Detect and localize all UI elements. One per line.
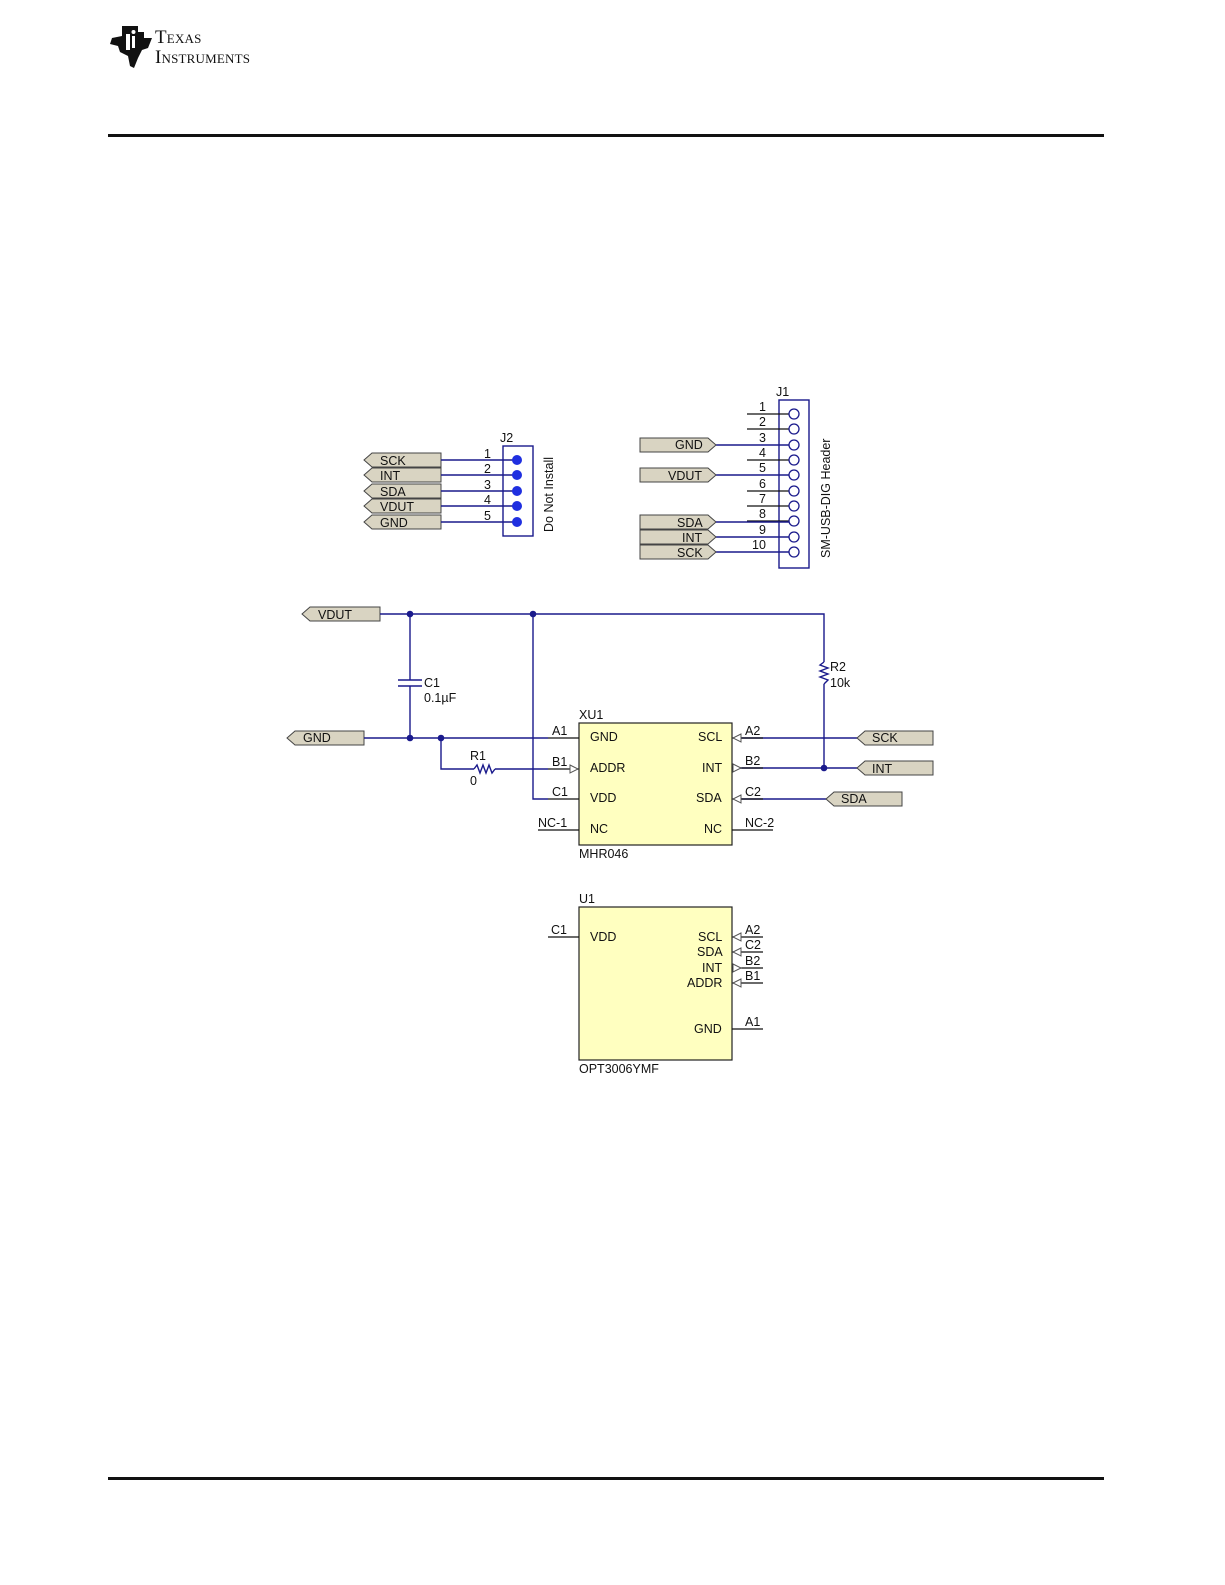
j1-port-vdut-label: VDUT (668, 469, 702, 483)
u1-pin-addr: ADDR (687, 976, 722, 990)
u1-pin-scl: SCL (698, 930, 722, 944)
j2-port-label: SCK (380, 454, 406, 468)
xu1-chip: XU1 MHR046 A1 GND B1 ADDR C1 VDD NC-1 NC… (538, 708, 774, 861)
xu1-net-a1: A1 (552, 724, 567, 738)
xu1-pin-nc-right: NC (704, 822, 722, 836)
svg-text:1: 1 (759, 400, 766, 414)
j2-pin-dot (512, 455, 522, 465)
j2-port-label: GND (380, 516, 408, 530)
j2-pin-row-1: SCK 1 (364, 447, 522, 468)
j2-port-label: SDA (380, 485, 406, 499)
j1-port-gnd-label: GND (675, 438, 703, 452)
svg-text:8: 8 (759, 507, 766, 521)
u1-ref: U1 (579, 892, 595, 906)
main-port-sda-label: SDA (841, 792, 867, 806)
xu1-net-b1: B1 (552, 755, 567, 769)
main-port-sck-label: SCK (872, 731, 898, 745)
u1-net-b1: B1 (745, 969, 760, 983)
c1-ref: C1 (424, 676, 440, 690)
j2-pin-num: 3 (484, 478, 491, 492)
j1-port-int-label: INT (682, 531, 703, 545)
u1-part: OPT3006YMF (579, 1062, 659, 1076)
footer-rule (108, 1477, 1104, 1480)
r2-value: 10k (830, 676, 851, 690)
xu1-net-a2: A2 (745, 724, 760, 738)
j1-ref: J1 (776, 385, 789, 399)
r1-ref: R1 (470, 749, 486, 763)
j2-pin-num: 2 (484, 462, 491, 476)
j2-pin-dot (512, 486, 522, 496)
j2-pin-dot (512, 517, 522, 527)
u1-net-a2: A2 (745, 923, 760, 937)
xu1-pin-vdd: VDD (590, 791, 616, 805)
j1-port-sck-label: SCK (677, 546, 703, 560)
j2-pin-dot (512, 501, 522, 511)
j1-name: SM-USB-DIG Header (819, 439, 833, 558)
xu1-pin-scl: SCL (698, 730, 722, 744)
svg-text:2: 2 (759, 415, 766, 429)
xu1-net-nc1: NC-1 (538, 816, 567, 830)
j1-connector: J1 SM-USB-DIG Header 1 2 3 4 5 6 7 8 9 1… (640, 385, 833, 568)
j2-pin-num: 1 (484, 447, 491, 461)
main-port-gnd-label: GND (303, 731, 331, 745)
svg-text:6: 6 (759, 477, 766, 491)
svg-text:3: 3 (759, 431, 766, 445)
j2-port-label: VDUT (380, 500, 414, 514)
xu1-pin-gnd: GND (590, 730, 618, 744)
j2-pin-num: 5 (484, 509, 491, 523)
svg-text:7: 7 (759, 492, 766, 506)
u1-net-c1: C1 (551, 923, 567, 937)
r1-value: 0 (470, 774, 477, 788)
j2-pin-dot (512, 470, 522, 480)
main-port-int-label: INT (872, 762, 893, 776)
j2-connector: J2 Do Not Install SCK 1 INT 2 SDA 3 VDUT (364, 431, 556, 536)
xu1-net-nc2: NC-2 (745, 816, 774, 830)
svg-text:4: 4 (759, 446, 766, 460)
u1-net-c2: C2 (745, 938, 761, 952)
u1-pin-vdd: VDD (590, 930, 616, 944)
j2-ref: J2 (500, 431, 513, 445)
xu1-net-c2: C2 (745, 785, 761, 799)
main-port-vdut-label: VDUT (318, 608, 352, 622)
j1-port-int (640, 530, 716, 544)
xu1-ref: XU1 (579, 708, 603, 722)
j1-port-sda-label: SDA (677, 516, 703, 530)
j2-note: Do Not Install (542, 457, 556, 532)
xu1-part: MHR046 (579, 847, 628, 861)
svg-text:9: 9 (759, 523, 766, 537)
svg-text:10: 10 (752, 538, 766, 552)
u1-pin-sda: SDA (697, 945, 723, 959)
xu1-pin-nc: NC (590, 822, 608, 836)
xu1-pin-sda: SDA (696, 791, 722, 805)
r2-ref: R2 (830, 660, 846, 674)
u1-net-b2: B2 (745, 954, 760, 968)
u1-net-a1: A1 (745, 1015, 760, 1029)
xu1-pin-int: INT (702, 761, 723, 775)
svg-text:5: 5 (759, 461, 766, 475)
u1-pin-gnd: GND (694, 1022, 722, 1036)
u1-chip: U1 OPT3006YMF C1 VDD A2 SCL C2 SDA B2 IN… (548, 892, 763, 1076)
xu1-net-b2: B2 (745, 754, 760, 768)
xu1-pin-addr: ADDR (590, 761, 625, 775)
j2-pin-num: 4 (484, 493, 491, 507)
xu1-net-c1: C1 (552, 785, 568, 799)
u1-pin-int: INT (702, 961, 723, 975)
j2-port-int (364, 468, 441, 482)
main-port-int (857, 761, 933, 775)
c1-value: 0.1µF (424, 691, 457, 705)
j2-port-label: INT (380, 469, 401, 483)
